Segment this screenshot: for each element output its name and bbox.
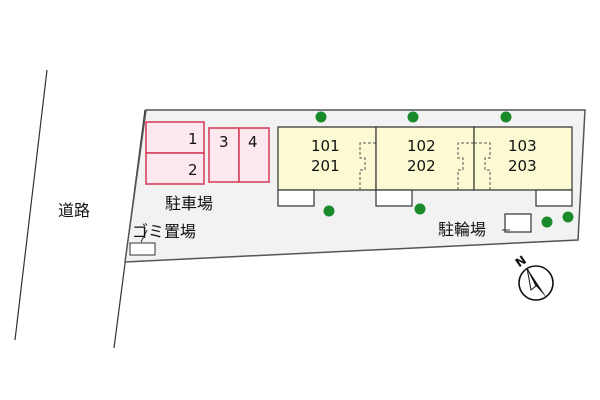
tree bbox=[315, 111, 327, 123]
parking-space-1 bbox=[145, 121, 205, 154]
unit-103-label: 103 bbox=[508, 137, 537, 155]
garbage-box bbox=[129, 242, 156, 256]
compass-needle-tail bbox=[526, 267, 537, 291]
parking-group-b: 3 4 bbox=[208, 127, 270, 183]
unit-203-label: 203 bbox=[508, 157, 537, 175]
compass-needle-icon bbox=[527, 268, 547, 298]
parking-space-2-label: 2 bbox=[188, 161, 198, 179]
balcony bbox=[535, 189, 573, 207]
building-unit-101-201: 101 201 bbox=[277, 126, 377, 207]
building-unit-103-203: 103 203 bbox=[473, 126, 573, 207]
unit-201-label: 201 bbox=[311, 157, 340, 175]
road-line-left bbox=[14, 69, 48, 341]
compass-north-label: N bbox=[513, 253, 529, 270]
tree bbox=[562, 211, 574, 223]
tree bbox=[323, 205, 335, 217]
tree bbox=[407, 111, 419, 123]
stair-outline bbox=[474, 142, 491, 190]
parking-space-1-label: 1 bbox=[188, 130, 198, 148]
stair-outline bbox=[457, 142, 474, 190]
unit-101-label: 101 bbox=[311, 137, 340, 155]
parking-label: 駐車場 bbox=[165, 194, 213, 213]
bicycle-parking-label: 駐輪場 bbox=[438, 220, 486, 239]
tree bbox=[541, 216, 553, 228]
building-footprint bbox=[277, 126, 377, 191]
tree bbox=[500, 111, 512, 123]
bicycle-parking-box bbox=[504, 213, 532, 233]
parking-group-a: 1 2 bbox=[145, 121, 205, 185]
parking-space-4-label: 4 bbox=[248, 133, 258, 151]
compass: N bbox=[513, 253, 554, 301]
parking-space-3 bbox=[208, 127, 240, 183]
building-unit-102-202: 102 202 bbox=[375, 126, 475, 207]
garbage-leader bbox=[140, 229, 148, 243]
garbage-label: ゴミ置場 bbox=[132, 222, 196, 241]
parking-space-2 bbox=[145, 152, 205, 185]
parking-space-3-label: 3 bbox=[219, 133, 229, 151]
balcony bbox=[277, 189, 315, 207]
balcony bbox=[375, 189, 413, 207]
unit-202-label: 202 bbox=[407, 157, 436, 175]
road-label: 道路 bbox=[58, 201, 90, 220]
unit-102-label: 102 bbox=[407, 137, 436, 155]
parking-space-4 bbox=[238, 127, 270, 183]
stair-outline bbox=[359, 142, 376, 190]
tree bbox=[414, 203, 426, 215]
